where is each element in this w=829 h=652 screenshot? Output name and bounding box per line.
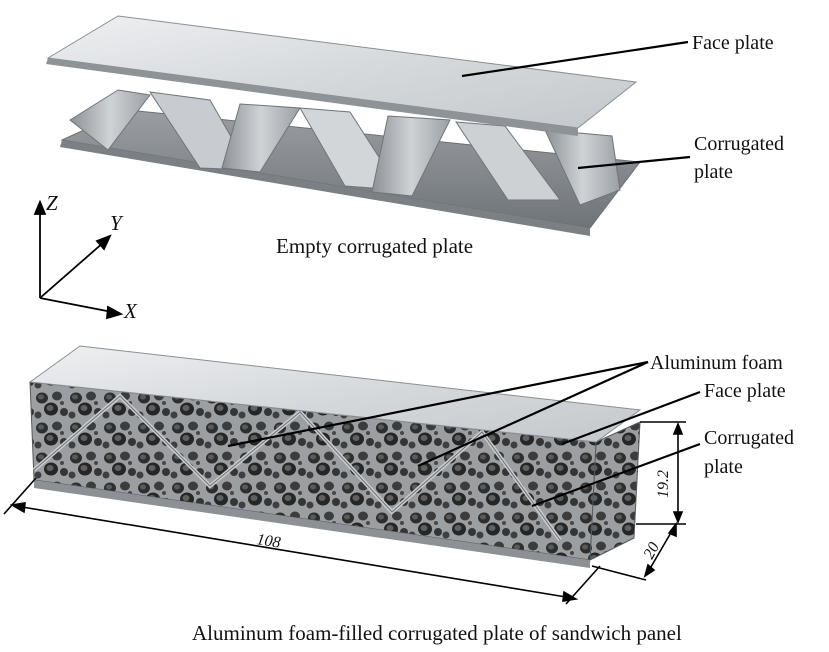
foam-face-plate-leader xyxy=(561,390,701,446)
empty-plate-caption: Empty corrugated plate xyxy=(276,234,473,258)
height-dimension-value: 19.2 xyxy=(655,470,672,498)
top-face-plate xyxy=(46,15,638,129)
corrugated-plate-label-line2: plate xyxy=(694,161,733,183)
corrugated-core xyxy=(69,89,621,206)
y-axis-label: Y xyxy=(110,211,124,235)
aluminum-foam-leaders xyxy=(227,360,649,468)
empty-corrugated-plate-illustration xyxy=(46,15,641,236)
corrugated-plate-label-line1: Corrugated xyxy=(694,133,784,155)
aluminum-foam-label: Aluminum foam xyxy=(650,352,783,374)
height-dimension xyxy=(636,421,686,525)
corrugated-plate-leader xyxy=(577,155,691,170)
foam-corrugated-label-line2: plate xyxy=(704,456,743,478)
foam-corrugated-label-line1: Corrugated xyxy=(704,427,794,449)
x-axis-label: X xyxy=(123,299,138,323)
width-dimension-value: 20 xyxy=(641,540,664,562)
face-plate-leader xyxy=(461,40,689,78)
foam-panel-top-face-plate xyxy=(28,345,642,443)
length-dimension-value: 108 xyxy=(255,531,281,552)
foam-filled-caption: Aluminum foam-filled corrugated plate of… xyxy=(192,621,682,645)
width-dimension xyxy=(591,521,677,581)
foam-filled-sandwich-illustration xyxy=(28,345,642,568)
coordinate-axes xyxy=(33,199,124,320)
length-dimension xyxy=(3,477,601,605)
foam-corrugated-leader xyxy=(531,442,701,508)
z-axis-label: Z xyxy=(46,191,58,215)
face-plate-label: Face plate xyxy=(692,32,774,54)
foam-face-plate-label: Face plate xyxy=(704,380,786,402)
